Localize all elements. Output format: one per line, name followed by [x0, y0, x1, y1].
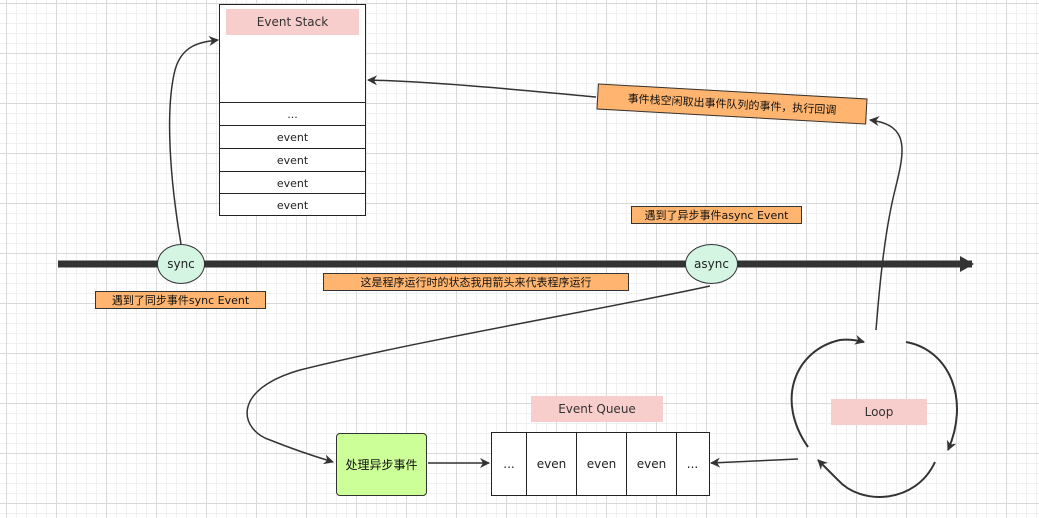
loop-arc-top-left	[790, 334, 865, 448]
timeline-description-note: 这是程序运行时的状态我用箭头来代表程序运行	[323, 273, 629, 291]
callback-to-stack-arrow	[367, 75, 597, 98]
loop-to-callback-arrow	[869, 116, 903, 331]
loop-arc-right	[905, 341, 958, 451]
event-queue-title: Event Queue	[531, 396, 663, 422]
async-to-process-arrow	[246, 285, 711, 465]
queue-cell: even	[527, 433, 577, 495]
stack-row: event	[219, 193, 366, 216]
loop-label: Loop	[831, 399, 927, 425]
sync-event-note: 遇到了同步事件sync Event	[95, 291, 266, 309]
sync-to-stack-arrow	[168, 36, 219, 245]
stack-row: event	[219, 171, 366, 194]
stack-row: event	[219, 148, 366, 171]
loop-to-queue-arrow	[710, 457, 799, 468]
process-async-box: 处理异步事件	[336, 433, 427, 496]
stack-row: event	[219, 125, 366, 148]
event-stack-title: Event Stack	[226, 9, 359, 35]
async-oval: async	[685, 244, 738, 284]
queue-cell: ...	[492, 433, 527, 495]
queue-cell: even	[577, 433, 627, 495]
loop-arc-bottom	[817, 459, 936, 498]
stack-row: ...	[219, 102, 366, 125]
queue-cell: ...	[686, 457, 699, 471]
event-queue: ... even even even ...	[491, 432, 710, 496]
queue-cell: even	[627, 433, 677, 495]
event-stack	[219, 4, 366, 216]
async-event-note: 遇到了异步事件async Event	[631, 206, 802, 224]
sync-oval: sync	[157, 244, 205, 284]
